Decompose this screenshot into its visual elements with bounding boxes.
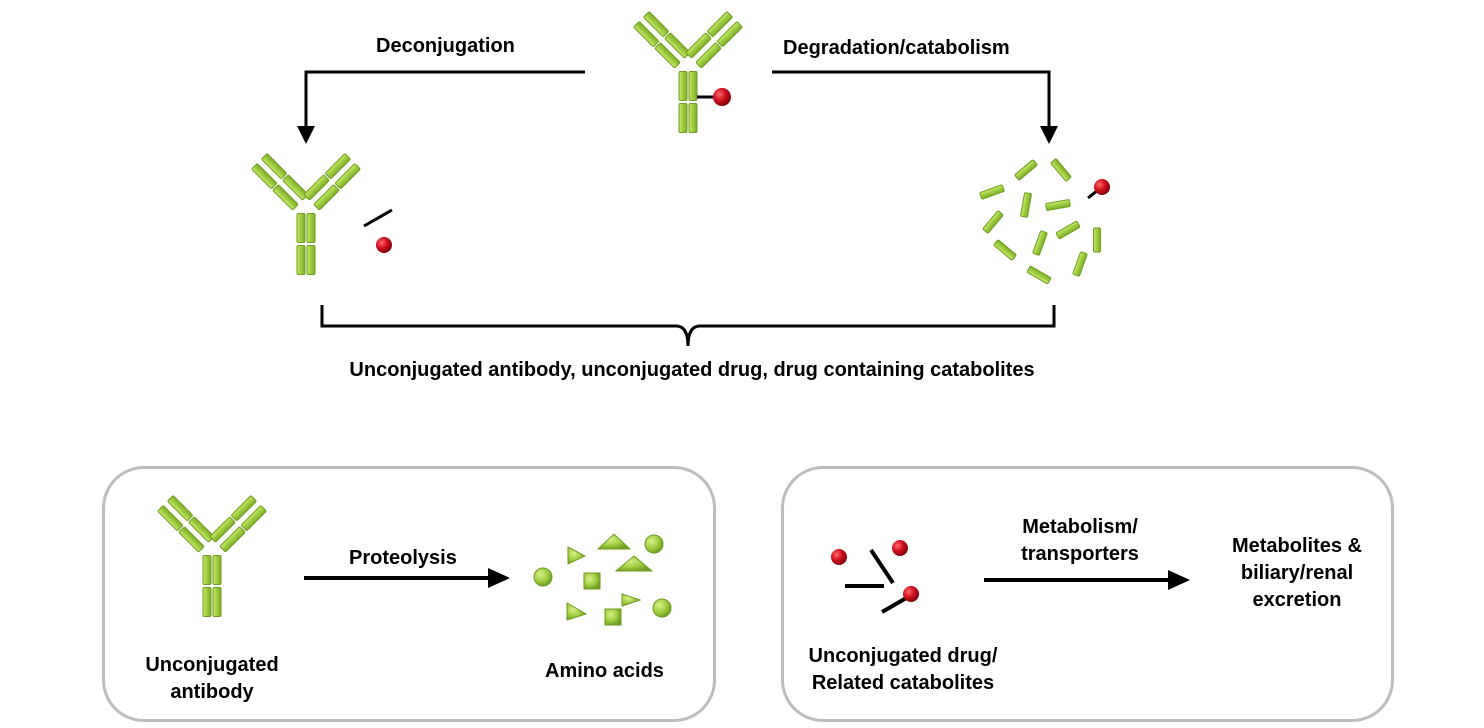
antibody-segment [1055, 221, 1081, 239]
antibody-segment [178, 526, 205, 552]
amino-acid-shape [596, 533, 632, 550]
amino-acid-shape [614, 555, 654, 572]
metabolism-arrow [984, 570, 1190, 590]
drug-payload [1094, 179, 1110, 195]
antibody-segment [993, 239, 1017, 261]
antibody-segment [325, 153, 351, 179]
antibody-icon [157, 495, 267, 617]
antibody-drug-conjugate-icon [633, 11, 743, 133]
antibody-segment [717, 21, 743, 47]
antibody-fragments-icon [979, 158, 1110, 284]
metabolism-label-line-2: transporters [1021, 543, 1139, 565]
antibody-segment [202, 587, 212, 617]
amino-acid-shape [583, 572, 601, 590]
antibody-segment [1026, 266, 1052, 284]
antibody-segment [219, 526, 246, 552]
antibody-segment [251, 163, 277, 189]
metabolites-excretion-label-line-2: biliary/renal [1240, 562, 1354, 584]
antibody-segment [296, 245, 306, 275]
antibody-icon [251, 153, 361, 275]
antibody-segment [654, 42, 681, 69]
antibody-segment [167, 495, 193, 521]
amino-acid-shape [533, 567, 553, 587]
antibody-segment [209, 516, 236, 543]
unconjugated-drug-label: Unconjugated drug/ Related catabolites [783, 643, 1023, 697]
products-label: Unconjugated antibody, unconjugated drug… [349, 359, 1035, 381]
antibody-segment [296, 213, 306, 243]
amino-acid-shape [621, 593, 642, 607]
antibody-segment [1032, 230, 1048, 256]
unconjugated-antibody-label-line-2: antibody [170, 681, 254, 703]
drug-payload [713, 88, 731, 106]
metabolism-label-line-1: Metabolism/ [1022, 516, 1138, 538]
degradation-arrow [772, 70, 1058, 144]
antibody-segment [241, 505, 267, 531]
antibody-segment [212, 555, 222, 585]
antibody-segment [212, 587, 222, 617]
antibody-segment [664, 32, 690, 59]
antibody-segment [979, 184, 1005, 200]
antibody-segment [261, 153, 287, 179]
deconjugation-arrow [297, 70, 585, 144]
deconjugation-label: Deconjugation [376, 35, 515, 57]
unconjugated-antibody-label-line-1: Unconjugated [145, 654, 279, 676]
proteolysis-arrow [304, 568, 510, 588]
metabolites-excretion-label-line-1: Metabolites & [1231, 535, 1363, 557]
antibody-segment [633, 21, 659, 47]
antibody-segment [686, 32, 712, 59]
antibody-segment [202, 555, 212, 585]
metabolites-excretion-label-line-3: excretion [1252, 589, 1342, 611]
antibody-segment [313, 184, 340, 211]
unconjugated-antibody-label: Unconjugated antibody [122, 652, 302, 706]
antibody-segment [272, 184, 299, 211]
metabolism-label: Metabolism/ transporters [995, 514, 1165, 568]
proteolysis-label: Proteolysis [349, 547, 457, 569]
amino-acid-shape [652, 598, 672, 618]
drug-metabolism-panel [781, 466, 1394, 722]
unconjugated-drug-label-line-2: Related catabolites [811, 672, 995, 694]
drug-catabolites-icon [831, 540, 919, 614]
antibody-segment [678, 71, 688, 101]
metabolites-excretion-label: Metabolites & biliary/renal excretion [1212, 533, 1382, 614]
amino-acid-shape [566, 602, 588, 621]
antibody-segment [1050, 158, 1072, 182]
grouping-brace [320, 305, 1056, 347]
antibody-segment [707, 11, 733, 37]
antibody-segment [231, 495, 257, 521]
antibody-segment [306, 245, 316, 275]
free-drug-icon [363, 208, 393, 253]
antibody-segment [306, 213, 316, 243]
amino-acid-shape [604, 608, 622, 626]
antibody-segment [335, 163, 361, 189]
antibody-segment [982, 210, 1004, 234]
antibody-segment [688, 103, 698, 133]
antibody-segment [282, 174, 309, 201]
antibody-segment [643, 11, 669, 37]
antibody-segment [1045, 199, 1071, 211]
antibody-segment [678, 103, 688, 133]
antibody-segment [303, 174, 330, 201]
antibody-catabolism-panel [102, 466, 716, 722]
unconjugated-drug-label-line-1: Unconjugated drug/ [808, 645, 998, 667]
amino-acid-shape [644, 534, 664, 554]
amino-acids-icon [533, 533, 672, 626]
amino-acids-label: Amino acids [545, 660, 664, 682]
antibody-segment [188, 516, 215, 543]
antibody-segment [1014, 159, 1038, 181]
antibody-segment [695, 42, 722, 69]
amino-acid-shape [567, 546, 587, 565]
antibody-segment [1020, 192, 1032, 218]
antibody-segment [688, 71, 698, 101]
degradation-label: Degradation/catabolism [783, 37, 1010, 59]
antibody-segment [157, 505, 183, 531]
antibody-segment [1072, 251, 1088, 277]
antibody-segment [1093, 227, 1101, 253]
